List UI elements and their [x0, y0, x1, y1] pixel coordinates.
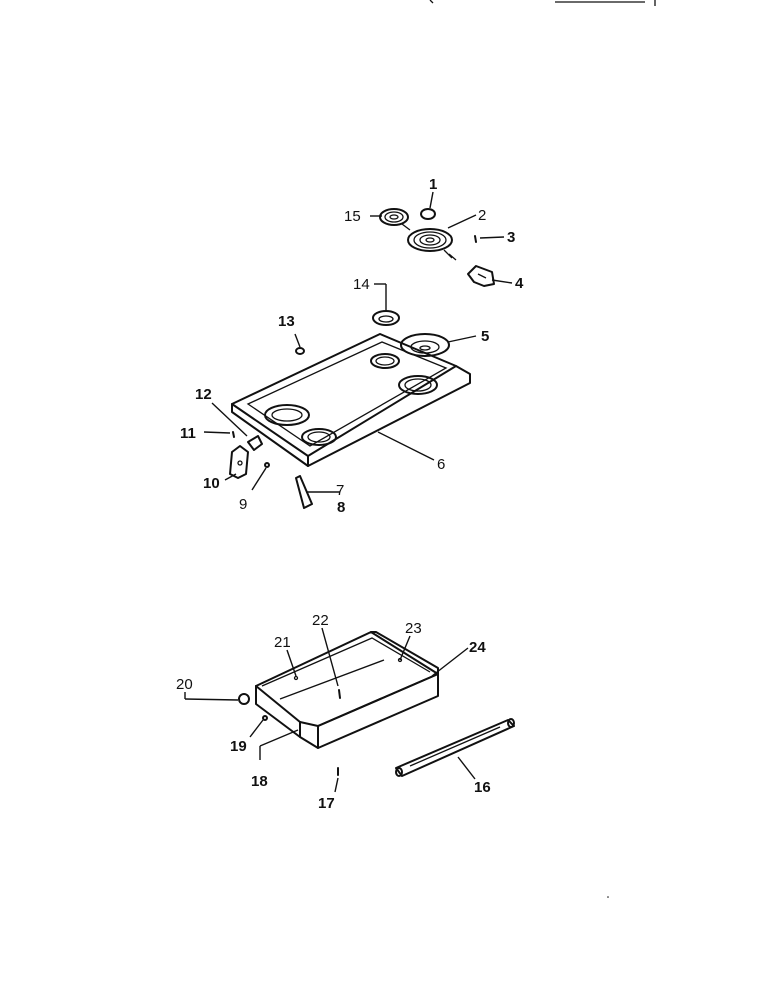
- callout-24: 24: [469, 639, 486, 656]
- screw-11: [232, 431, 235, 438]
- callout-8: 8: [337, 499, 345, 516]
- callout-16: 16: [474, 779, 491, 796]
- callout-15: 15: [344, 208, 361, 225]
- support-rod: [295, 475, 313, 509]
- callout-22: 22: [312, 612, 329, 629]
- callout-11: 11: [180, 425, 196, 442]
- callout-20: 20: [176, 676, 193, 693]
- element-receptacle: [467, 265, 495, 287]
- top-edge-marks: [429, 0, 656, 6]
- callout-12: 12: [195, 386, 212, 403]
- callout-19: 19: [230, 738, 247, 755]
- callout-17: 17: [318, 795, 335, 812]
- drawer-glide: [395, 718, 515, 777]
- upper-leader-lines: [203, 191, 513, 493]
- stray-dot: [607, 896, 609, 898]
- callout-14: 14: [353, 276, 370, 293]
- drawer-stop-20: [238, 693, 250, 705]
- callout-23: 23: [405, 620, 422, 637]
- screw-22: [338, 689, 341, 699]
- callout-3: 3: [507, 229, 515, 246]
- callout-13: 13: [278, 313, 295, 330]
- drip-bowl-large: [400, 333, 450, 357]
- callout-21: 21: [274, 634, 291, 651]
- callout-9: 9: [239, 496, 247, 513]
- callout-2: 2: [478, 207, 486, 224]
- callout-18: 18: [251, 773, 268, 790]
- drip-bowl-small: [372, 310, 400, 326]
- screw-9: [264, 462, 270, 468]
- surface-element-small: [379, 208, 411, 231]
- callout-10: 10: [203, 475, 220, 492]
- storage-drawer: [255, 631, 439, 749]
- element-knob: [420, 208, 436, 220]
- callout-7: 7: [336, 482, 344, 499]
- hinge-bracket: [229, 445, 249, 479]
- callout-1: 1: [429, 176, 437, 193]
- surface-element-large: [407, 228, 457, 261]
- grommet-13: [295, 347, 305, 355]
- hinge-plate: [247, 435, 263, 451]
- cooktop-assembly: [231, 333, 471, 467]
- screw-19: [262, 715, 268, 721]
- callout-4: 4: [515, 275, 524, 292]
- screw-3: [474, 235, 477, 243]
- callout-labels: 1 2 3 4 5 6 7 8 9 10 11 12 13 14 15 16 1…: [176, 176, 524, 812]
- callout-5: 5: [481, 328, 489, 345]
- callout-6: 6: [437, 456, 445, 473]
- lower-leader-lines: [184, 627, 476, 793]
